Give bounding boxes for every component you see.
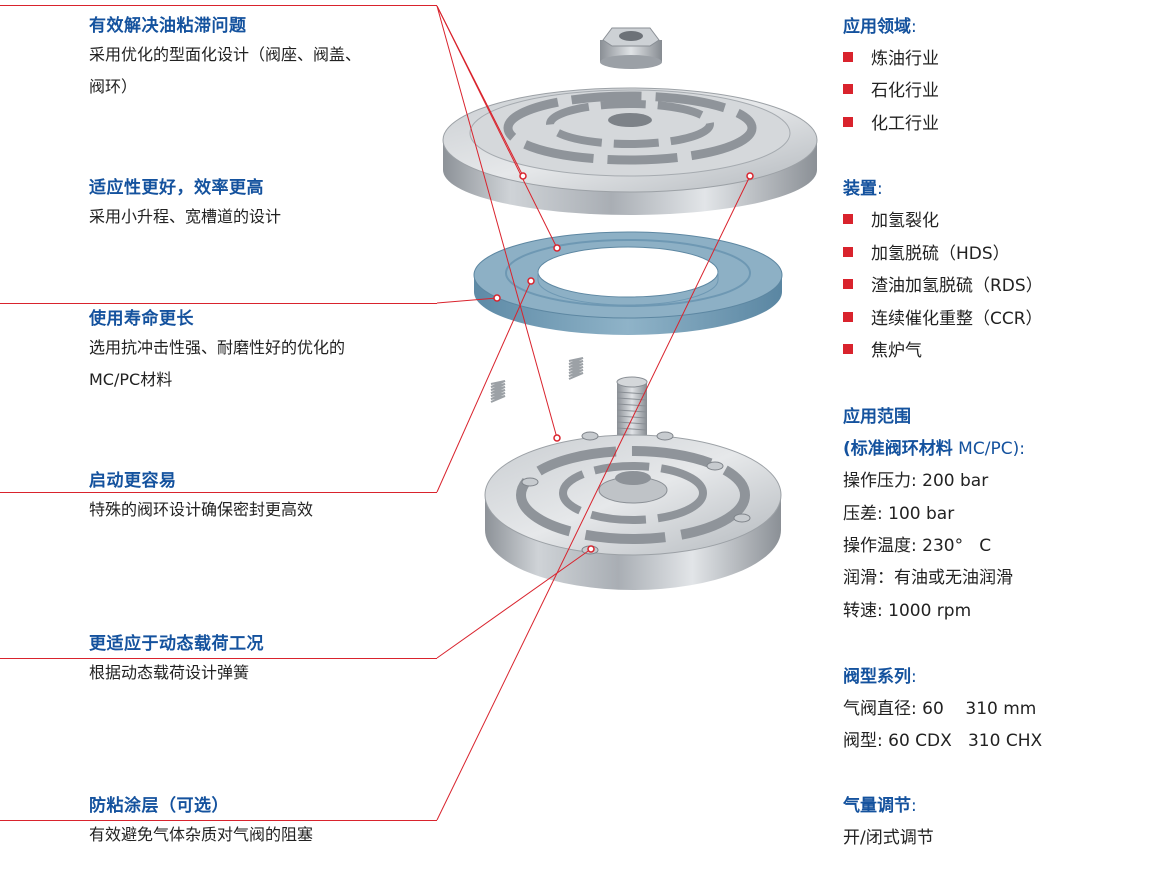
list-item: 化工行业 <box>843 111 939 137</box>
list-item-label: 连续催化重整（CCR） <box>871 309 1043 329</box>
list-item-label: 焦炉气 <box>871 341 922 361</box>
list-item-label: 化工行业 <box>871 114 939 134</box>
nut <box>600 27 662 69</box>
feature-title: 启动更容易 <box>89 471 177 491</box>
leader-lines <box>436 5 751 821</box>
list-item: 石化行业 <box>843 78 939 104</box>
feature-service-life: 使用寿命更长 选用抗冲击性强、耐磨性好的优化的 MC/PC材料 <box>89 306 449 396</box>
applications-title: 应用领域 <box>843 17 911 37</box>
list-item: 炼油行业 <box>843 46 939 72</box>
feature-title: 防粘涂层（可选） <box>89 796 229 816</box>
feature-desc-line: 采用小升程、宽槽道的设计 <box>89 207 282 226</box>
capacity-title: 气量调节 <box>843 796 911 816</box>
feature-desc-line: 特殊的阀环设计确保密封更高效 <box>89 500 314 519</box>
list-item-label: 渣油加氢脱硫（RDS） <box>871 276 1043 296</box>
feature-adaptability: 适应性更好，效率更高 采用小升程、宽槽道的设计 <box>89 175 449 233</box>
range-line: 操作温度: 230° C <box>843 536 992 556</box>
range-line: 操作压力: 200 bar <box>843 471 989 491</box>
feature-title: 使用寿命更长 <box>89 309 194 329</box>
valve-seat <box>484 431 782 590</box>
series-line: 阀型: 60 CDX 310 CHX <box>843 731 1043 751</box>
bullet-square-icon <box>843 214 853 224</box>
feature-rule-3 <box>0 303 437 304</box>
list-item: 渣油加氢脱硫（RDS） <box>843 273 1043 299</box>
list-item-label: 加氢脱硫（HDS） <box>871 244 1010 264</box>
feature-title: 适应性更好，效率更高 <box>89 178 264 198</box>
range-line: 转速: 1000 rpm <box>843 601 972 621</box>
sealing-ring <box>473 231 783 335</box>
feature-oil-sticking: 有效解决油粘滞问题 采用优化的型面化设计（阀座、阀盖、 阀环） <box>89 13 449 103</box>
range-line: 润滑：有油或无油润滑 <box>843 568 1013 588</box>
list-item-label: 加氢裂化 <box>871 211 939 231</box>
feature-desc-line: 有效避免气体杂质对气阀的阻塞 <box>89 825 314 844</box>
list-item: 焦炉气 <box>843 338 922 364</box>
list-item-label: 石化行业 <box>871 81 939 101</box>
feature-desc-line: 选用抗冲击性强、耐磨性好的优化的 <box>89 338 346 357</box>
bullet-square-icon <box>843 117 853 127</box>
feature-easy-start: 启动更容易 特殊的阀环设计确保密封更高效 <box>89 468 449 526</box>
feature-desc-line: 根据动态载荷设计弹簧 <box>89 663 250 682</box>
feature-anti-stick-coating: 防粘涂层（可选） 有效避免气体杂质对气阀的阻塞 <box>89 793 449 851</box>
range-subtitle-bold: (标准阀环材料 <box>843 439 953 459</box>
feature-desc-line: 采用优化的型面化设计（阀座、阀盖、 <box>89 45 362 64</box>
list-item: 加氢裂化 <box>843 208 939 234</box>
units-heading: 装置: <box>843 176 1143 202</box>
bullet-square-icon <box>843 247 853 257</box>
bullet-square-icon <box>843 52 853 62</box>
list-item: 连续催化重整（CCR） <box>843 306 1043 332</box>
feature-dynamic-load: 更适应于动态载荷工况 根据动态载荷设计弹簧 <box>89 631 449 689</box>
feature-desc-line: 阀环） <box>89 77 138 96</box>
feature-desc-line: MC/PC材料 <box>89 370 173 389</box>
range-subtitle: (标准阀环材料 MC/PC): <box>843 436 1025 462</box>
feature-title: 有效解决油粘滞问题 <box>89 16 247 36</box>
bullet-square-icon <box>843 279 853 289</box>
range-line: 压差: 100 bar <box>843 504 955 524</box>
feature-title: 更适应于动态载荷工况 <box>89 634 264 654</box>
feature-rule-6 <box>0 820 437 821</box>
units-title: 装置 <box>843 179 877 199</box>
feature-rule-1 <box>0 5 437 6</box>
series-heading: 阀型系列: <box>843 664 1143 690</box>
series-colon: : <box>911 667 917 687</box>
range-subtitle-normal: MC/PC): <box>952 439 1025 459</box>
capacity-heading: 气量调节: <box>843 793 1143 819</box>
range-heading: 应用范围 <box>843 407 911 427</box>
capacity-colon: : <box>911 796 917 816</box>
list-item: 加氢脱硫（HDS） <box>843 241 1010 267</box>
series-title: 阀型系列 <box>843 667 911 687</box>
feature-rule-5 <box>0 658 437 659</box>
capacity-line: 开/闭式调节 <box>843 828 934 848</box>
units-colon: : <box>877 179 883 199</box>
bullet-square-icon <box>843 84 853 94</box>
series-line: 气阀直径: 60 310 mm <box>843 699 1037 719</box>
feature-rule-4 <box>0 492 437 493</box>
bullet-square-icon <box>843 344 853 354</box>
applications-colon: : <box>911 17 917 37</box>
list-item-label: 炼油行业 <box>871 49 939 69</box>
bullet-square-icon <box>843 312 853 322</box>
leader-dots <box>493 172 754 553</box>
applications-heading: 应用领域: <box>843 14 1143 40</box>
valve-guard <box>442 87 818 215</box>
springs <box>490 357 584 403</box>
